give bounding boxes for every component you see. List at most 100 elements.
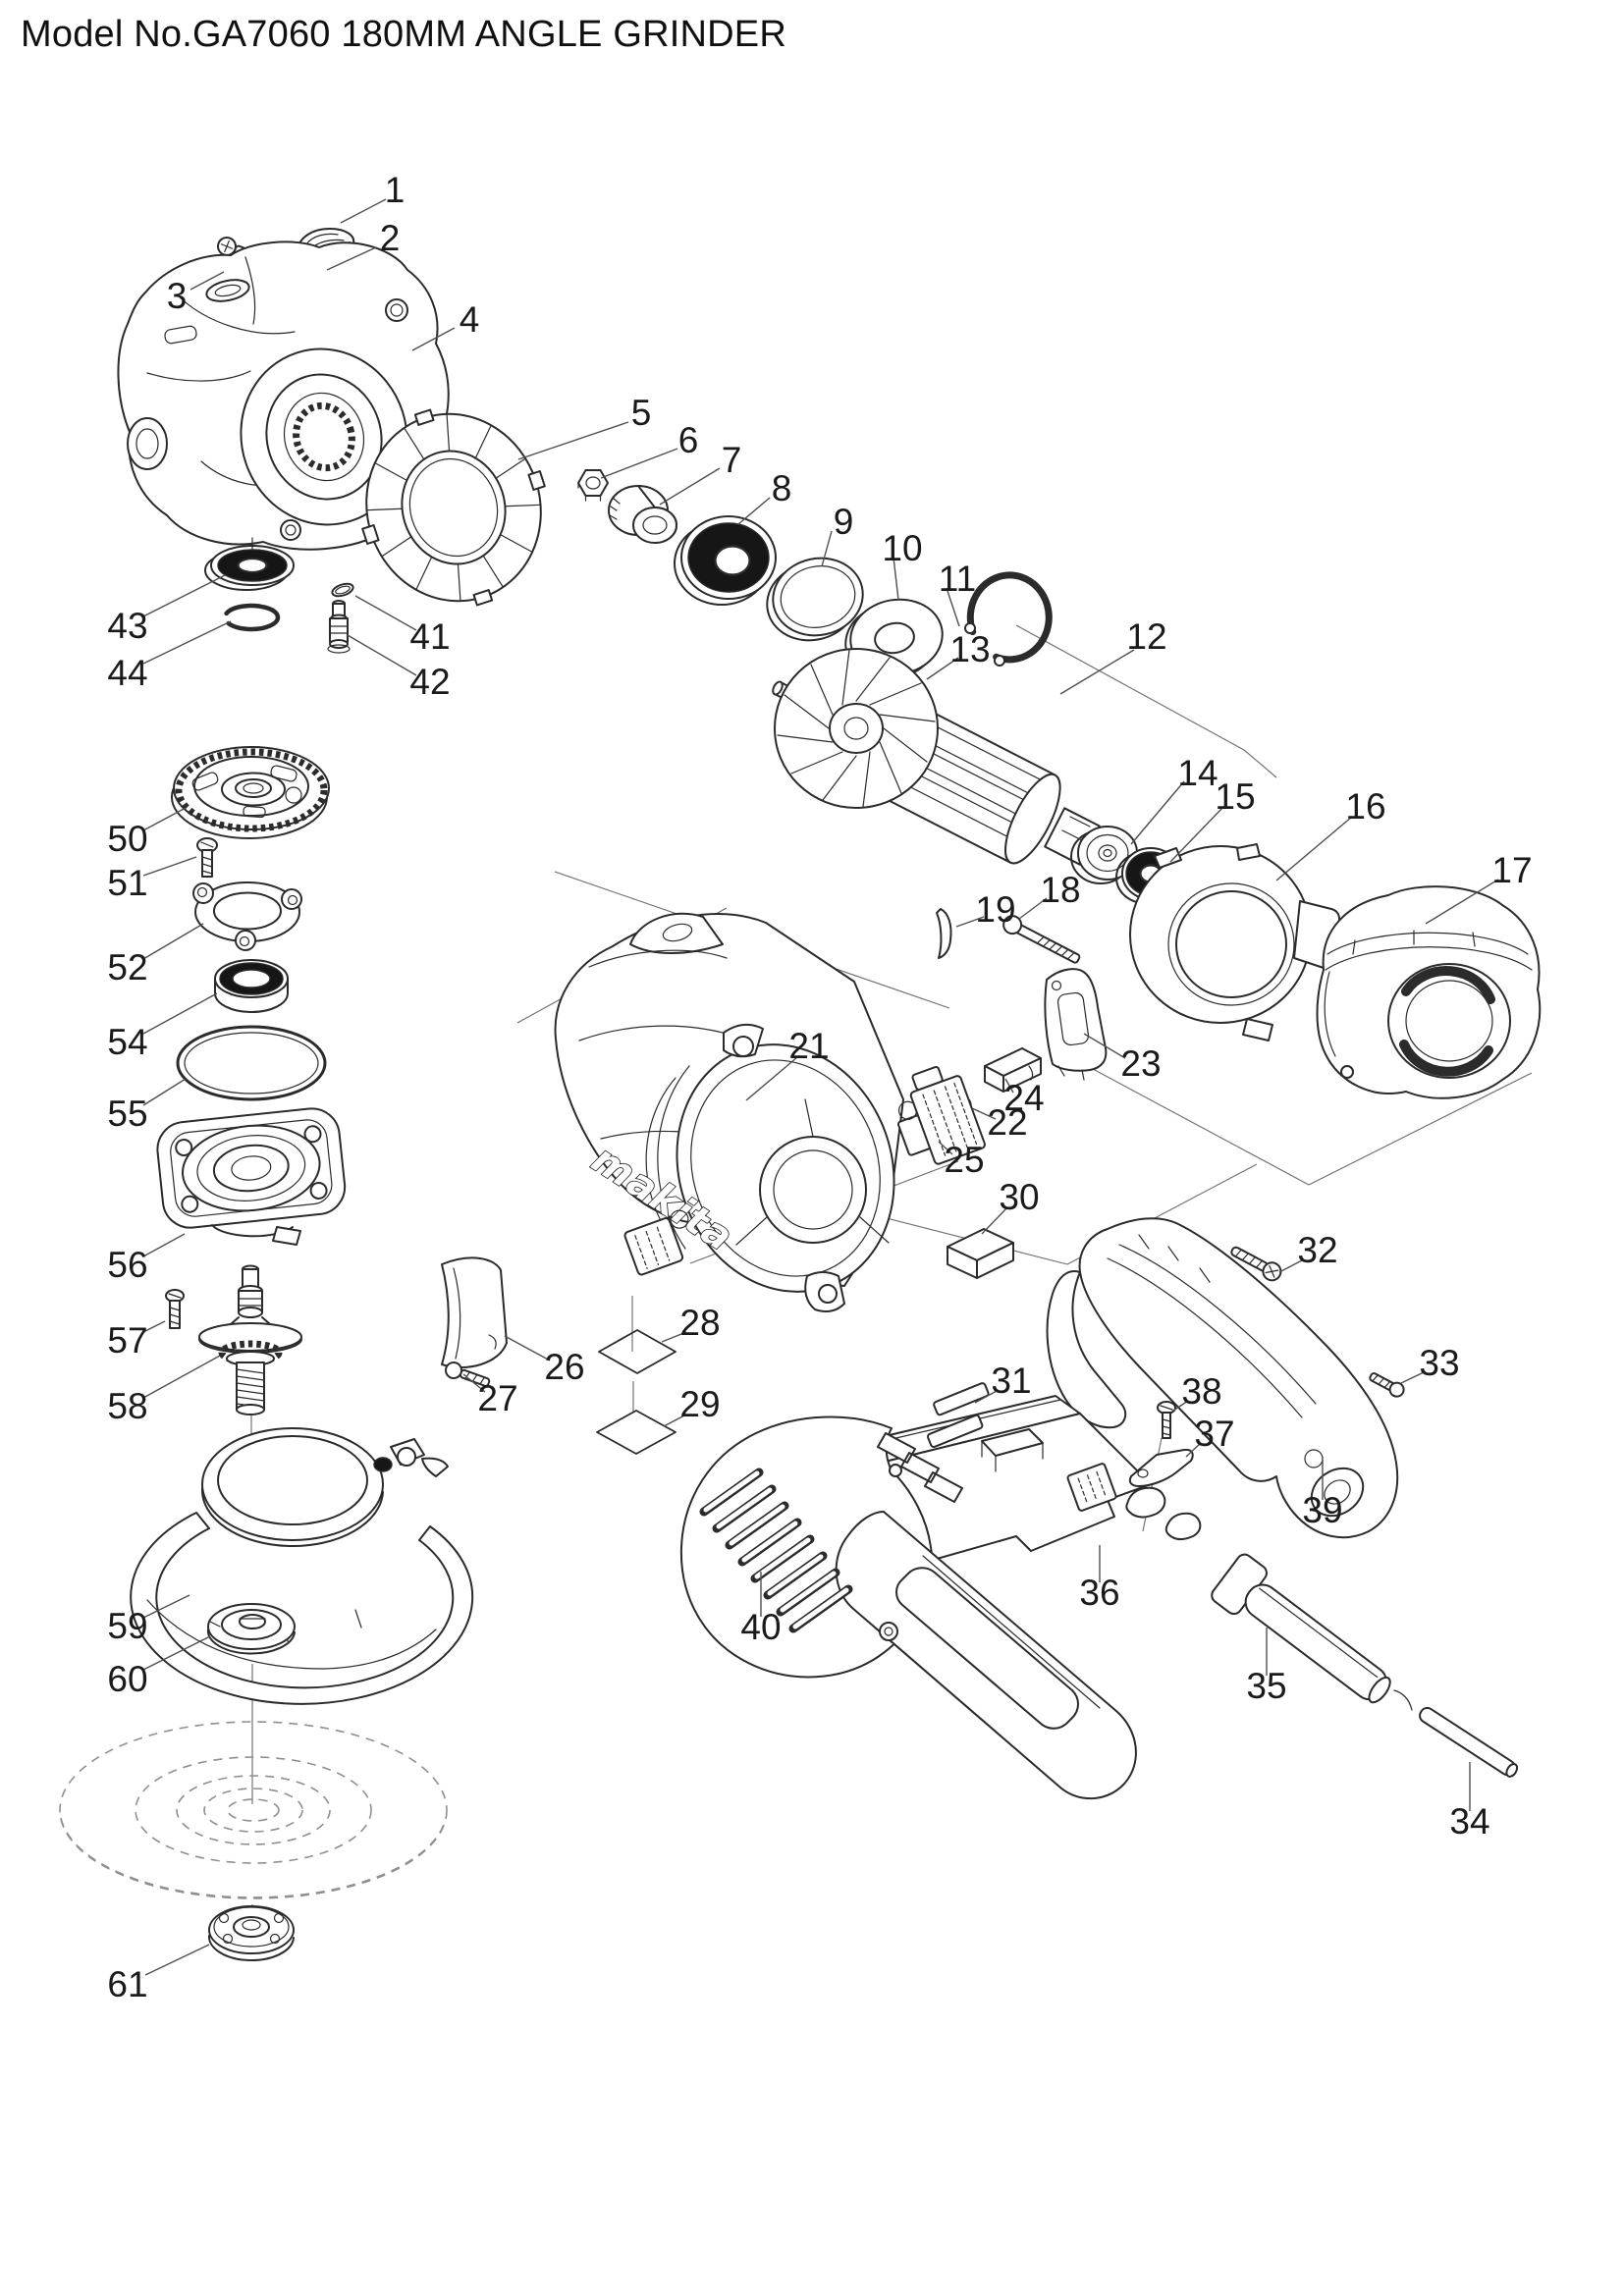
part-label-1: 1	[385, 170, 406, 210]
part-screw-32	[1230, 1246, 1282, 1282]
leader-lines	[142, 198, 1499, 1976]
part-label-32: 32	[1297, 1230, 1337, 1270]
part-label-13: 13	[949, 629, 990, 669]
part-ring-44	[224, 603, 281, 632]
part-handle-bar	[1393, 1689, 1519, 1778]
part-label-56: 56	[107, 1245, 147, 1285]
leader-28	[661, 1331, 687, 1343]
leader-22	[971, 1107, 997, 1120]
leader-33	[1400, 1371, 1425, 1384]
part-label-61: 61	[107, 1964, 147, 2004]
part-label-4: 4	[460, 299, 480, 340]
part-label-34: 34	[1449, 1801, 1489, 1842]
part-label-3: 3	[167, 276, 188, 316]
grinding-wheel-dashed	[59, 1721, 448, 1899]
leader-32	[1278, 1259, 1303, 1273]
leader-2	[326, 246, 377, 271]
part-label-52: 52	[107, 947, 147, 988]
part-label-27: 27	[477, 1378, 517, 1418]
part-wheel-guard	[130, 1427, 474, 1705]
part-label-36: 36	[1079, 1573, 1119, 1613]
part-label-8: 8	[772, 468, 792, 508]
leader-17	[1425, 879, 1499, 925]
part-label-60: 60	[107, 1659, 147, 1699]
part-label-42: 42	[409, 662, 450, 702]
leader-24	[1004, 1078, 1014, 1094]
part-rubber-pin	[947, 1228, 1014, 1279]
leader-52	[142, 923, 204, 960]
part-label-5: 5	[631, 393, 652, 433]
part-label-15: 15	[1215, 776, 1255, 817]
leader-6	[600, 448, 678, 479]
part-label-7: 7	[722, 440, 742, 480]
part-screw-27	[445, 1362, 491, 1387]
leader-16	[1275, 816, 1353, 881]
part-label-54: 54	[107, 1022, 147, 1062]
leader-9	[821, 530, 833, 567]
part-baffle-plate	[1129, 843, 1340, 1041]
page-title: Model No.GA7060 180MM ANGLE GRINDER	[21, 14, 786, 55]
assembly-line-1	[1243, 749, 1277, 778]
part-bearing-14	[1070, 826, 1138, 884]
part-nut	[577, 469, 609, 502]
part-insulation-29	[596, 1410, 677, 1455]
leader-51	[142, 856, 197, 877]
part-oring-55	[176, 1025, 327, 1101]
part-label-14: 14	[1177, 753, 1218, 793]
part-label-26: 26	[544, 1347, 584, 1387]
leader-57	[142, 1320, 166, 1333]
leader-61	[144, 1944, 210, 1976]
part-oring-41	[331, 582, 354, 598]
part-insulation-28	[598, 1329, 677, 1374]
part-label-23: 23	[1120, 1043, 1161, 1084]
part-bearing-box	[156, 1107, 347, 1246]
part-label-28: 28	[679, 1303, 720, 1343]
part-label-38: 38	[1181, 1371, 1221, 1412]
leader-21	[745, 1056, 798, 1101]
part-label-24: 24	[1003, 1078, 1044, 1118]
part-screw-38	[1157, 1401, 1176, 1439]
assembly-line-4	[1064, 1053, 1310, 1186]
part-baffle-19	[936, 908, 952, 959]
part-bearing-8	[674, 515, 777, 606]
leader-54	[142, 992, 218, 1035]
leader-8	[737, 497, 771, 525]
part-label-57: 57	[107, 1320, 147, 1361]
leader-14	[1130, 780, 1185, 845]
leader-15	[1169, 806, 1224, 863]
part-label-17: 17	[1491, 850, 1532, 890]
part-plate-37	[1128, 1448, 1194, 1487]
part-label-29: 29	[679, 1384, 720, 1424]
part-screw-57	[165, 1289, 185, 1329]
part-label-12: 12	[1126, 616, 1166, 657]
leader-23	[1083, 1033, 1126, 1059]
part-label-2: 2	[380, 218, 401, 258]
part-label-44: 44	[107, 653, 147, 693]
leader-3	[189, 271, 225, 291]
leader-29	[663, 1414, 687, 1427]
leader-59	[142, 1594, 190, 1619]
leader-18	[1018, 897, 1048, 920]
assembly-line-0	[1015, 624, 1245, 751]
part-label-19: 19	[975, 889, 1015, 930]
part-label-41: 41	[409, 616, 450, 657]
leader-60	[142, 1635, 211, 1671]
part-retainer-54	[214, 959, 289, 1013]
part-brush-holder	[897, 1066, 986, 1165]
part-label-9: 9	[834, 502, 854, 542]
leader-1	[340, 198, 387, 224]
part-inner-flange	[206, 1603, 296, 1655]
part-label-59: 59	[107, 1606, 147, 1646]
leader-30	[981, 1206, 1008, 1235]
leader-26	[504, 1335, 551, 1362]
part-label-6: 6	[678, 420, 699, 460]
part-label-37: 37	[1194, 1414, 1234, 1454]
leader-31	[974, 1389, 1000, 1404]
part-label-43: 43	[107, 606, 147, 646]
leader-11	[946, 587, 960, 627]
part-lock-nut	[207, 1905, 295, 1962]
part-label-11: 11	[939, 559, 976, 599]
part-label-10: 10	[882, 528, 922, 568]
part-gear-housing	[117, 240, 450, 551]
